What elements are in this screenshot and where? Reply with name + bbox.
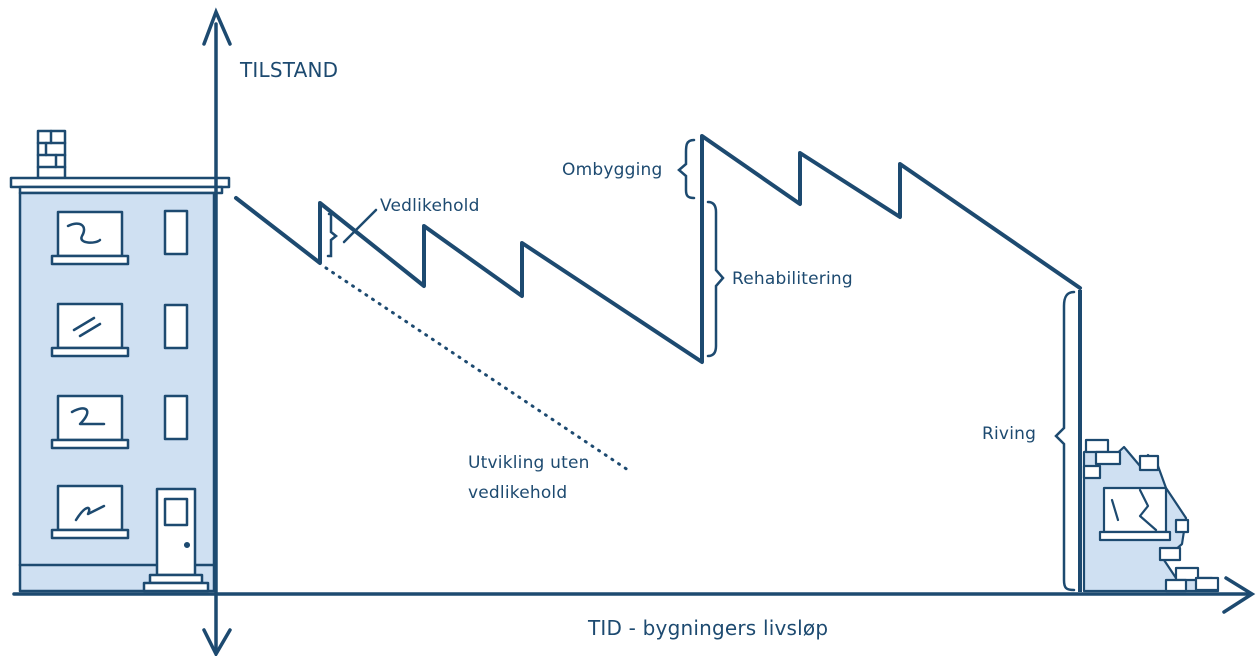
condition-curve: [234, 134, 1082, 364]
building-illustration: [9, 129, 231, 593]
y-axis-arrow-top: [202, 7, 232, 46]
label-rehabilitering: Rehabilitering: [732, 269, 853, 289]
label-no-maintenance-line1: Utvikling uten: [468, 453, 590, 473]
y-axis-label: TILSTAND: [240, 58, 339, 82]
no-maintenance-line: [324, 266, 630, 472]
vedlikehold-pointer: [342, 208, 378, 244]
braces: [326, 138, 1076, 592]
axes: [12, 7, 1256, 656]
riving-brace: [1054, 290, 1076, 592]
label-riving: Riving: [982, 424, 1037, 444]
x-axis-label: TID - bygningers livsløp: [588, 616, 829, 640]
x-axis-arrow: [1222, 576, 1256, 614]
vedlikehold-brace: [326, 212, 339, 258]
label-ombygging: Ombygging: [562, 160, 663, 180]
rehabilitering-brace: [706, 200, 725, 358]
ombygging-brace: [677, 138, 696, 200]
label-vedlikehold: Vedlikehold: [380, 196, 480, 216]
y-axis-arrow-bottom: [202, 628, 232, 656]
ruins-illustration: [1082, 438, 1220, 593]
label-no-maintenance-line2: vedlikehold: [468, 483, 568, 503]
